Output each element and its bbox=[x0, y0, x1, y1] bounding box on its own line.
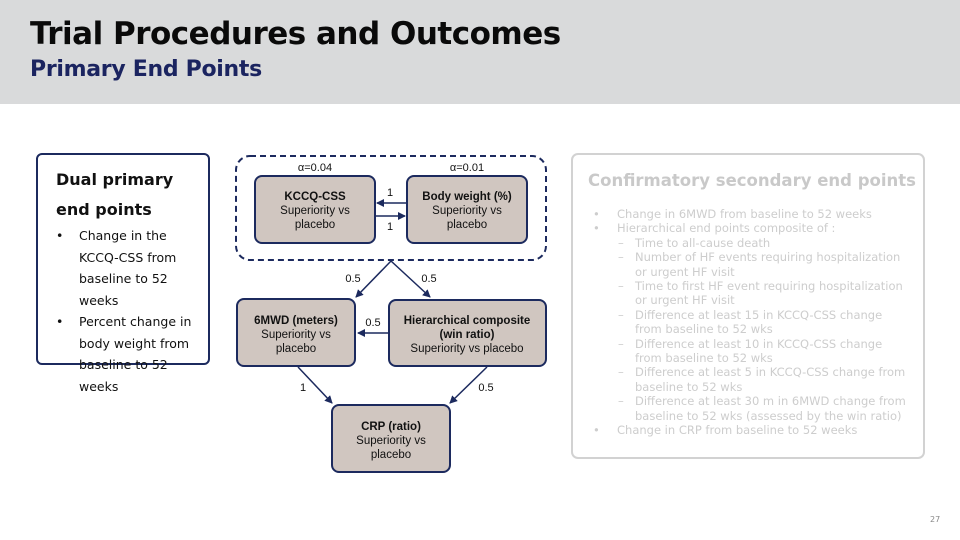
list-item-text: Hierarchical end points composite of : bbox=[617, 221, 836, 236]
node-title: 6MWD (meters) bbox=[254, 315, 338, 327]
list-item: –Difference at least 5 in KCCQ-CSS chang… bbox=[591, 365, 911, 394]
list-item: • Change in 6MWD from baseline to 52 week… bbox=[591, 207, 911, 221]
list-item: • Hierarchical end points composite of : bbox=[591, 221, 911, 235]
secondary-endpoints-panel: Confirmatory secondary end points • Chang… bbox=[571, 153, 925, 459]
alpha-left-label: α=0.04 bbox=[298, 162, 332, 174]
node-text: Superiority vs bbox=[356, 435, 426, 447]
page-number: 27 bbox=[930, 515, 941, 524]
bullet-icon: • bbox=[593, 221, 600, 236]
dash-icon: – bbox=[618, 307, 624, 322]
list-item: –Difference at least 10 in KCCQ-CSS chan… bbox=[591, 337, 911, 366]
list-item-text: Difference at least 30 m in 6MWD change … bbox=[635, 394, 906, 423]
weight-label: 0.5 bbox=[345, 273, 360, 285]
list-item: –Time to first HF event requiring hospit… bbox=[591, 279, 911, 308]
list-item: –Difference at least 15 in KCCQ-CSS chan… bbox=[591, 308, 911, 337]
dash-icon: – bbox=[618, 365, 624, 380]
node-title: Hierarchical composite bbox=[404, 315, 531, 327]
list-item-text: Time to all-cause death bbox=[635, 235, 771, 250]
primary-endpoints-heading: Dual primary end points bbox=[56, 170, 174, 219]
page-subtitle: Primary End Points bbox=[30, 57, 262, 82]
primary-endpoints-list: • Change in the KCCQ-CSS from baseline to… bbox=[54, 225, 204, 397]
weight-label: 0.5 bbox=[478, 382, 493, 394]
weight-label: 0.5 bbox=[421, 273, 436, 285]
bullet-icon: • bbox=[593, 207, 600, 221]
primary-endpoints-panel: Dual primary end points • Change in the K… bbox=[36, 153, 210, 394]
node-title: CRP (ratio) bbox=[361, 421, 421, 433]
node-text: placebo bbox=[295, 219, 335, 231]
alpha-right-label: α=0.01 bbox=[450, 162, 484, 174]
node-title-2: (win ratio) bbox=[440, 329, 495, 341]
list-item-text: Number of HF events requiring hospitaliz… bbox=[635, 250, 901, 279]
arrow-to-hierarchical bbox=[390, 260, 431, 298]
list-item: –Time to all-cause death bbox=[591, 236, 911, 250]
node-text: Superiority vs placebo bbox=[410, 343, 523, 355]
list-item: –Number of HF events requiring hospitali… bbox=[591, 250, 911, 279]
dash-icon: – bbox=[618, 235, 624, 250]
page-title: Trial Procedures and Outcomes bbox=[30, 16, 561, 52]
dash-icon: – bbox=[618, 336, 624, 351]
node-text: Superiority vs bbox=[280, 205, 350, 217]
weight-label: 1 bbox=[387, 187, 393, 199]
dash-icon: – bbox=[618, 394, 624, 409]
node-kccq-css: KCCQ-CSS Superiority vs placebo bbox=[254, 175, 376, 244]
list-item: –Difference at least 30 m in 6MWD change… bbox=[591, 394, 911, 423]
list-item-text: Difference at least 15 in KCCQ-CSS chang… bbox=[635, 307, 883, 337]
node-box bbox=[406, 175, 528, 244]
node-text: Superiority vs bbox=[432, 205, 502, 217]
dash-icon: – bbox=[618, 250, 624, 265]
arrow-hier-to-crp bbox=[449, 366, 488, 404]
list-item-text: Percent change in body weight from basel… bbox=[79, 314, 192, 394]
dash-icon: – bbox=[618, 279, 624, 294]
bullet-icon: • bbox=[56, 228, 64, 243]
bullet-icon: • bbox=[56, 314, 64, 329]
node-hierarchical-composite: Hierarchical composite (win ratio) Super… bbox=[388, 299, 547, 367]
primary-endpoints-dashed-frame bbox=[235, 155, 547, 261]
node-text: placebo bbox=[371, 449, 411, 461]
weight-label: 0.5 bbox=[365, 317, 380, 329]
arrow-6mwd-to-crp bbox=[297, 366, 333, 404]
bullet-icon: • bbox=[593, 423, 600, 438]
node-title: KCCQ-CSS bbox=[284, 191, 346, 203]
list-item-text: Difference at least 10 in KCCQ-CSS chang… bbox=[635, 336, 883, 366]
arrow-to-6mwd bbox=[355, 260, 392, 298]
node-text: Superiority vs bbox=[261, 329, 331, 341]
list-item-text: Time to first HF event requiring hospita… bbox=[635, 279, 903, 308]
list-item: • Percent change in body weight from base… bbox=[54, 311, 204, 397]
list-item-text: Change in the KCCQ-CSS from baseline to … bbox=[79, 228, 177, 308]
secondary-endpoints-heading: Confirmatory secondary end points bbox=[588, 171, 916, 190]
node-box bbox=[236, 298, 356, 367]
header-band: Trial Procedures and Outcomes Primary En… bbox=[0, 0, 960, 104]
secondary-endpoints-list: • Change in 6MWD from baseline to 52 week… bbox=[591, 207, 911, 438]
node-text: placebo bbox=[447, 219, 487, 231]
node-box bbox=[388, 299, 547, 367]
list-item: • Change in CRP from baseline to 52 weeks bbox=[591, 423, 911, 437]
node-crp: CRP (ratio) Superiority vs placebo bbox=[331, 404, 451, 473]
node-box bbox=[254, 175, 376, 244]
node-body-weight: Body weight (%) Superiority vs placebo bbox=[406, 175, 528, 244]
node-box bbox=[331, 404, 451, 473]
node-title: Body weight (%) bbox=[422, 191, 512, 203]
list-item: • Change in the KCCQ-CSS from baseline to… bbox=[54, 225, 204, 311]
weight-label: 1 bbox=[300, 382, 306, 394]
node-6mwd: 6MWD (meters) Superiority vs placebo bbox=[236, 298, 356, 367]
list-item-text: Difference at least 5 in KCCQ-CSS change… bbox=[635, 365, 906, 394]
node-text: placebo bbox=[276, 343, 316, 355]
list-item-text: Change in CRP from baseline to 52 weeks bbox=[617, 423, 858, 438]
list-item-text: Change in 6MWD from baseline to 52 weeks bbox=[617, 207, 872, 221]
weight-label: 1 bbox=[387, 221, 393, 233]
